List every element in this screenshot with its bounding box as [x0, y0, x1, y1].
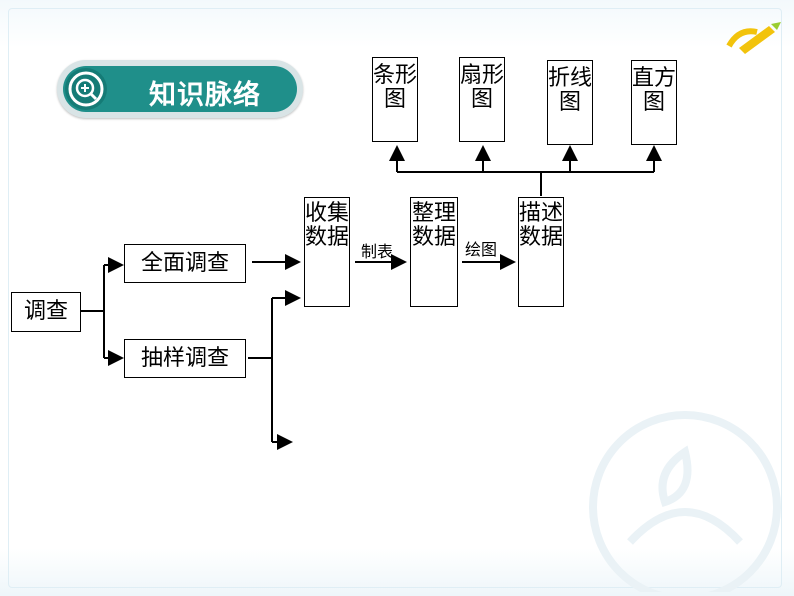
node-survey: 调查	[11, 292, 81, 332]
node-pie-chart: 扇形图	[459, 57, 505, 142]
node-organize: 整理数据	[410, 197, 458, 307]
section-title-badge: 知识脉络	[57, 60, 303, 118]
node-sampling: 抽样调查	[124, 339, 246, 378]
watermark-logo-icon	[589, 411, 781, 592]
node-histogram: 直方图	[631, 60, 677, 145]
slide-border	[8, 8, 782, 588]
edge-label-plot: 绘图	[465, 240, 498, 259]
title-icon-holder	[65, 68, 107, 110]
zoom-in-icon	[68, 71, 104, 107]
edge-label-tabulate: 制表	[361, 242, 394, 261]
node-line-chart: 折线图	[547, 60, 593, 145]
section-title-bar: 知识脉络	[63, 66, 297, 112]
node-bar-chart: 条形图	[372, 57, 418, 142]
node-census: 全面调查	[124, 244, 246, 283]
pencil-logo-icon	[726, 22, 781, 54]
node-describe: 描述数据	[518, 197, 564, 307]
node-collect: 收集数据	[304, 197, 350, 307]
page-title: 知识脉络	[149, 80, 261, 111]
